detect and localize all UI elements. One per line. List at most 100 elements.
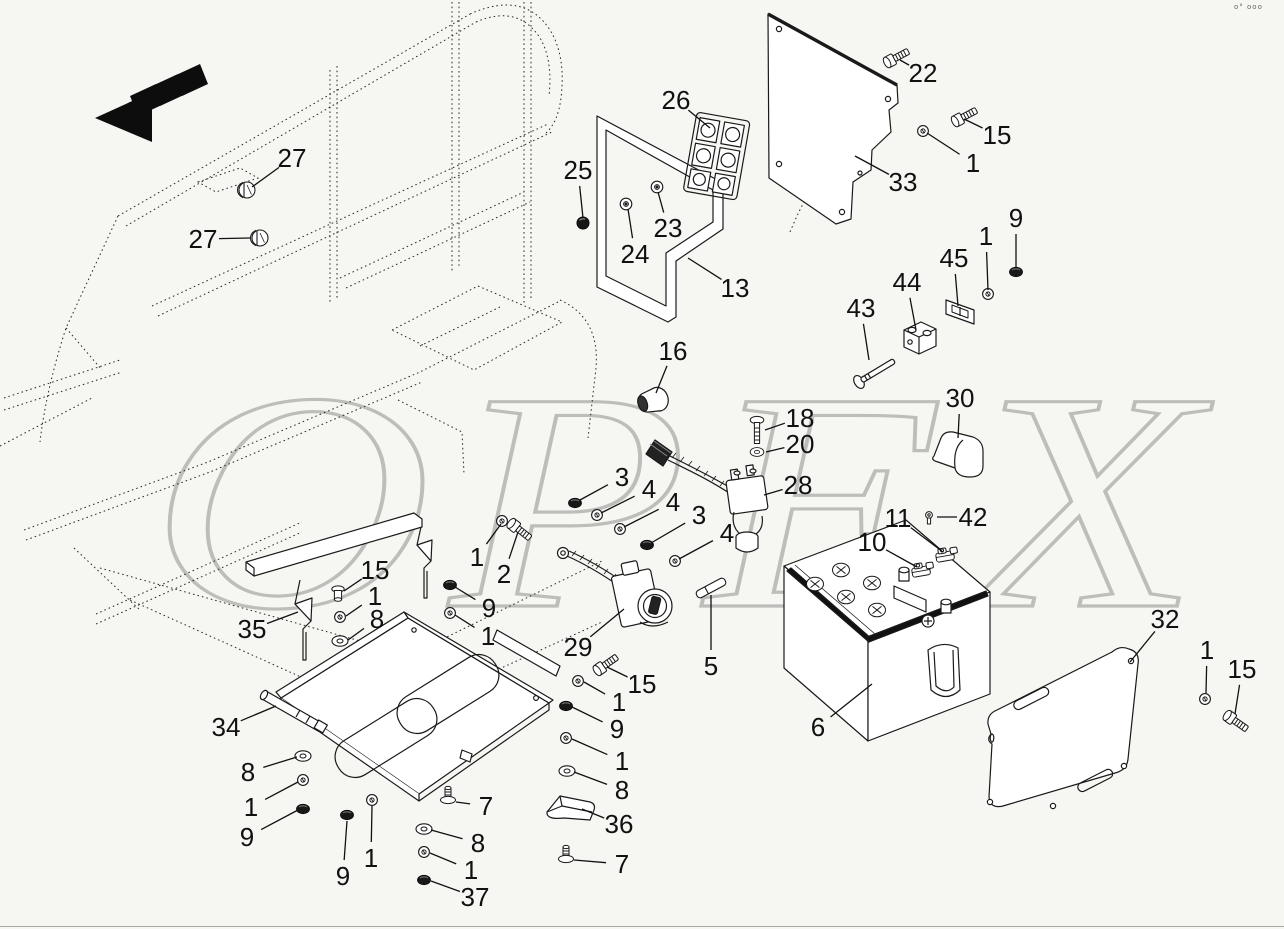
watermark: OPEX (148, 327, 1202, 676)
battery-switch-29 (556, 546, 673, 628)
nut-9d (295, 803, 311, 815)
leader-line (985, 251, 989, 291)
callout-label-7: 7 (615, 849, 629, 879)
callout-label-42: 42 (959, 502, 988, 532)
leader-line (583, 681, 606, 695)
washer-1i (366, 793, 378, 807)
leader-line (573, 859, 607, 864)
callout-label-25: 25 (564, 155, 593, 185)
leader-line (264, 781, 299, 801)
callout-label-22: 22 (909, 58, 938, 88)
leader-line (429, 852, 457, 865)
perforated-floor (16, 332, 120, 474)
callout-label-3: 3 (692, 500, 706, 530)
callout-layer: 2215127272625232413339145444330161820283… (189, 58, 1257, 912)
nut-9c (558, 700, 574, 712)
callout-label-33: 33 (889, 167, 918, 197)
callout-label-8: 8 (370, 604, 384, 634)
callout-label-1: 1 (464, 855, 478, 885)
callout-label-30: 30 (946, 383, 975, 413)
washer-20 (749, 447, 765, 457)
callout-label-13: 13 (721, 273, 750, 303)
washer-8c (294, 750, 312, 762)
solenoid-28 (645, 439, 769, 553)
leader-line (627, 208, 634, 239)
leader-line (240, 705, 277, 722)
callout-label-1: 1 (244, 792, 258, 822)
callout-label-29: 29 (564, 632, 593, 662)
washer-1g (559, 731, 573, 745)
nut-37 (416, 874, 432, 886)
leader-line (763, 488, 783, 496)
leader-line (571, 706, 603, 723)
callout-label-15: 15 (628, 669, 657, 699)
callout-label-27: 27 (278, 143, 307, 173)
leader-line (571, 738, 608, 756)
bolt-43 (853, 358, 896, 390)
callout-label-9: 9 (610, 714, 624, 744)
leader-line (454, 614, 475, 628)
leader-line (579, 185, 584, 219)
leader-line (343, 820, 348, 861)
callout-label-1: 1 (966, 148, 980, 178)
leader-line (347, 627, 365, 641)
cover-panel-32 (986, 646, 1139, 810)
cap-16 (637, 386, 669, 413)
nut-9b (442, 579, 458, 591)
leader-line (1129, 630, 1156, 663)
callout-label-44: 44 (893, 267, 922, 297)
callout-label-45: 45 (940, 243, 969, 273)
leader-line (678, 540, 714, 560)
leader-line (263, 756, 298, 768)
washer-1h (297, 773, 309, 787)
callout-label-4: 4 (666, 487, 680, 517)
washer-8a (331, 635, 349, 647)
callout-label-8: 8 (241, 757, 255, 787)
leader-line (370, 805, 373, 843)
leader-line (454, 586, 476, 601)
leader-line (830, 683, 873, 718)
block-44 (903, 321, 937, 355)
battery-tray-34 (259, 611, 561, 802)
leader-line (606, 666, 628, 678)
direction-arrow-icon (95, 64, 208, 142)
nut-9a (1008, 266, 1024, 278)
callout-label-10: 10 (858, 527, 887, 557)
leader-line (899, 59, 910, 66)
washer-8b (558, 765, 576, 777)
callout-label-23: 23 (654, 213, 683, 243)
leader-line (455, 801, 471, 805)
grommet-25 (576, 216, 590, 230)
callout-label-9: 9 (1009, 203, 1023, 233)
leader-line (581, 808, 605, 819)
leader-line (655, 365, 668, 394)
leader-line (1234, 684, 1241, 715)
leader-line (345, 604, 363, 617)
callout-label-8: 8 (615, 775, 629, 805)
callout-label-32: 32 (1151, 604, 1180, 634)
battery-terminals (893, 566, 952, 628)
callout-label-1: 1 (1200, 635, 1214, 665)
callout-label-18: 18 (786, 403, 815, 433)
plug-27b (249, 229, 269, 247)
nut-9e (339, 809, 355, 821)
callout-label-35: 35 (238, 614, 267, 644)
leader-line (909, 297, 917, 331)
leader-line (862, 323, 870, 361)
leader-line (508, 531, 519, 560)
leader-line (430, 829, 463, 840)
leader-line (589, 608, 625, 638)
leader-line (251, 166, 280, 188)
leader-line (650, 522, 686, 544)
plate-45 (945, 299, 975, 325)
leader-line (260, 809, 299, 831)
washer-4a (590, 509, 604, 522)
callout-label-20: 20 (786, 429, 815, 459)
machine-frame (0, 2, 875, 719)
callout-label-37: 37 (461, 882, 490, 912)
tray-rod (259, 689, 328, 734)
bolt-22 (881, 45, 912, 70)
leader-line (910, 527, 944, 553)
callout-label-1: 1 (979, 221, 993, 251)
